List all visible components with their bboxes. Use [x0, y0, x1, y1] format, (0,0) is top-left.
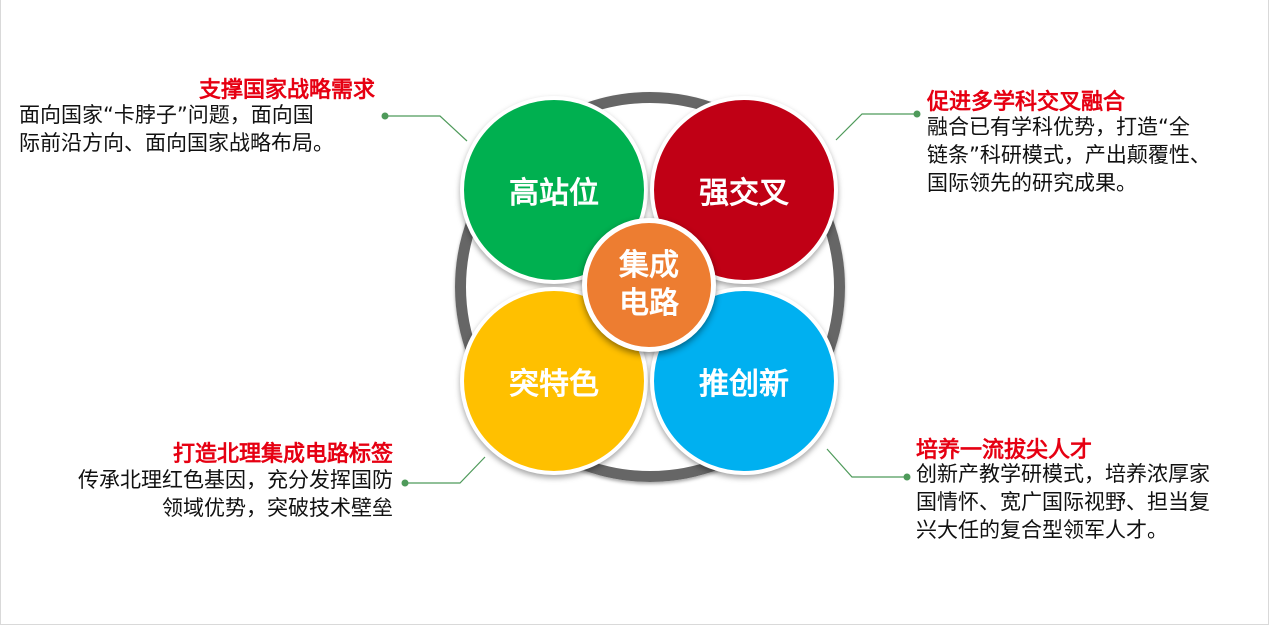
center-label-line2: 电路 — [619, 286, 679, 321]
title-bottom-right: 培养一流拔尖人才 — [916, 438, 1093, 463]
outer-ring — [455, 92, 845, 482]
circle-top-left-label: 高站位 — [509, 176, 599, 211]
desc-top-right: 融合已有学科优势，打造“全 链条”科研模式，产出颠覆性、 国际领先的研究成果。 — [927, 113, 1211, 197]
connector-dot-bottom-right — [903, 473, 911, 481]
connector-bottom-left — [405, 456, 486, 484]
title-top-left: 支撑国家战略需求 — [198, 78, 375, 103]
desc-bottom-right-line: 国情怀、宽广国际视野、担当复 — [916, 490, 1210, 514]
center-label-line1: 集成 — [619, 248, 679, 283]
desc-bottom-right: 创新产教学研模式，培养浓厚家 国情怀、宽广国际视野、担当复 兴大任的复合型领军人… — [916, 460, 1210, 544]
connector-bottom-right — [826, 448, 907, 478]
circle-bottom-right-label: 推创新 — [699, 367, 789, 402]
desc-bottom-right-line: 创新产教学研模式，培养浓厚家 — [916, 462, 1210, 486]
desc-bottom-left-line: 传承北理红色基因，充分发挥国防 — [78, 468, 393, 492]
circle-bottom-left-label: 突特色 — [509, 367, 599, 402]
desc-bottom-left-line: 领域优势，突破技术壁垒 — [162, 496, 393, 520]
title-top-right: 促进多学科交叉融合 — [927, 90, 1126, 115]
desc-bottom-right-line: 兴大任的复合型领军人才。 — [916, 518, 1168, 542]
connector-top-right — [835, 113, 917, 141]
title-bottom-left: 打造北理集成电路标签 — [172, 442, 393, 467]
desc-top-left-line: 面向国家“卡脖子”问题，面向国 — [19, 103, 314, 127]
center-circle: 集成 电路 — [582, 218, 716, 352]
desc-top-right-line: 融合已有学科优势，打造“全 — [927, 115, 1190, 139]
circle-bottom-right: 推创新 — [650, 287, 838, 475]
connector-top-left — [385, 115, 468, 142]
circle-top-right-label: 强交叉 — [699, 176, 789, 211]
desc-top-left-line: 际前沿方向、面向国家战略布局。 — [19, 131, 334, 155]
connector-dot-top-right — [913, 110, 921, 118]
desc-top-right-line: 国际领先的研究成果。 — [927, 171, 1137, 195]
connector-dot-bottom-left — [401, 479, 409, 487]
desc-bottom-left: 传承北理红色基因，充分发挥国防 领域优势，突破技术壁垒 — [78, 466, 393, 522]
center-label: 集成 电路 — [614, 247, 684, 323]
connector-dot-top-left — [381, 112, 389, 120]
desc-top-right-line: 链条”科研模式，产出颠覆性、 — [927, 143, 1211, 167]
desc-top-left: 面向国家“卡脖子”问题，面向国 际前沿方向、面向国家战略布局。 — [19, 101, 334, 157]
